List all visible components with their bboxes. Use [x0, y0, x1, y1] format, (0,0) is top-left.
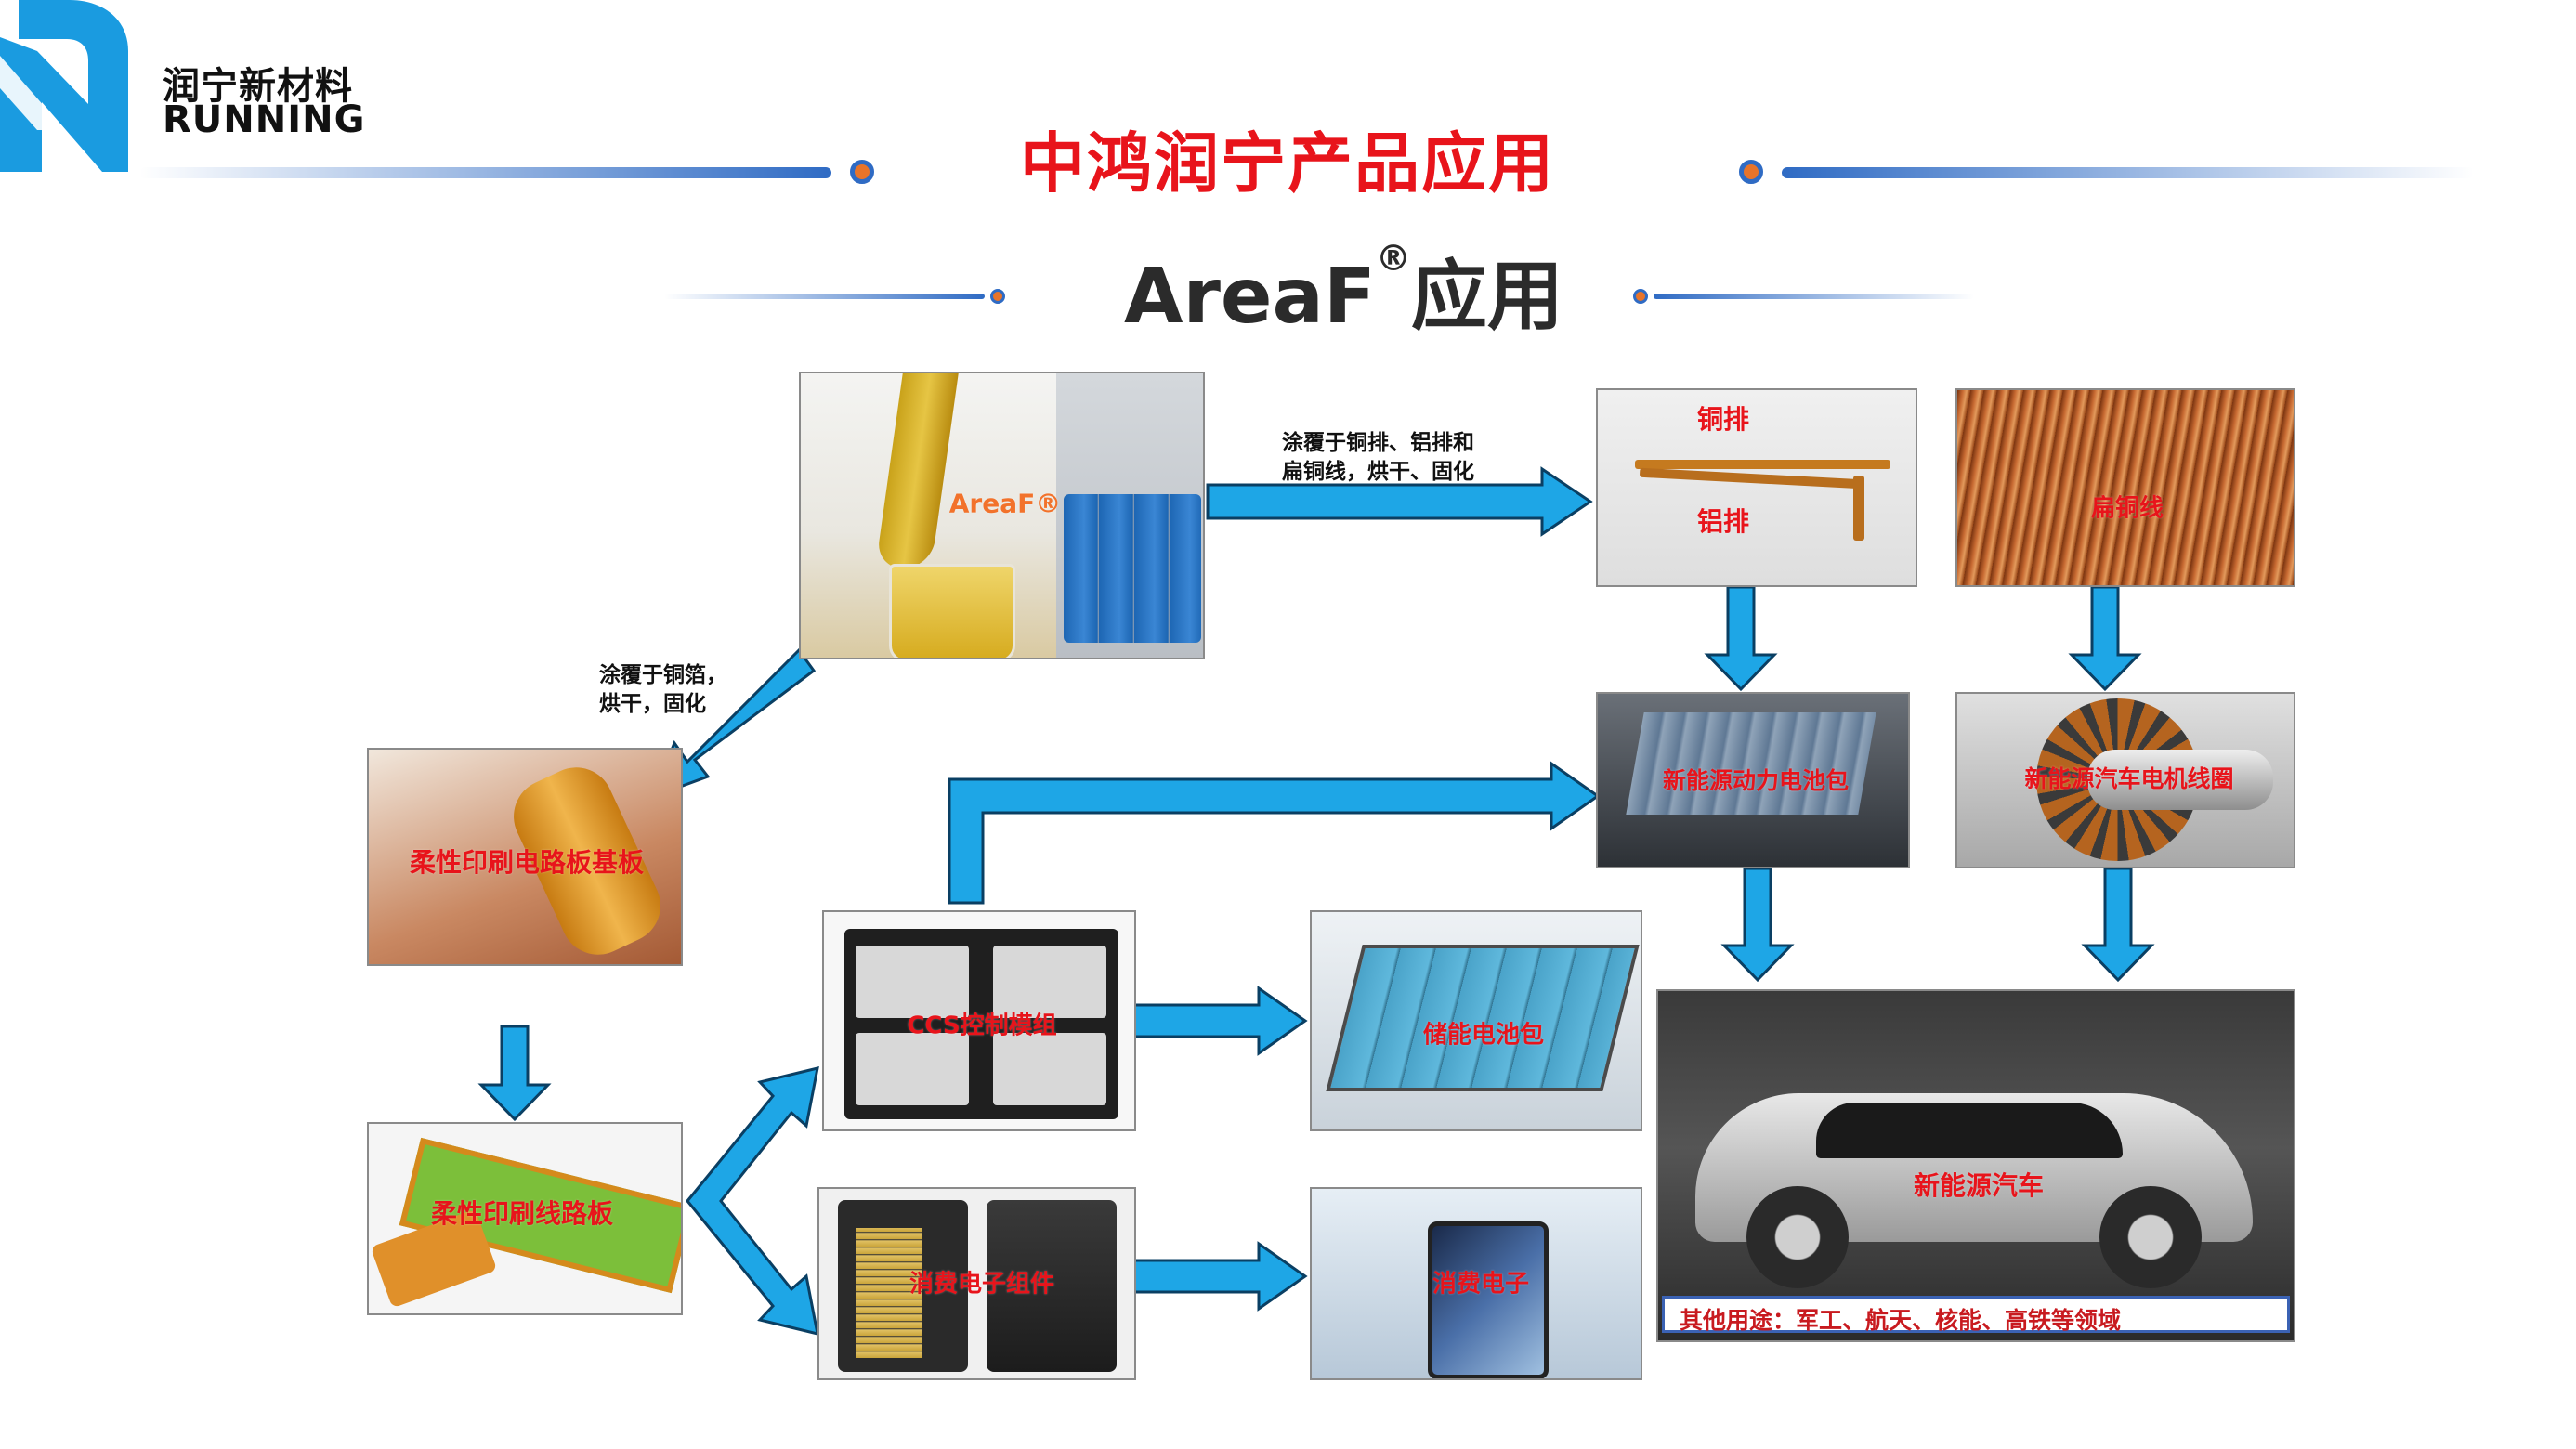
beaker	[889, 564, 1015, 658]
photo-fpc-substrate: 柔性印刷电路板基板	[367, 748, 683, 966]
battery-pack-label: 新能源动力电池包	[1662, 767, 1850, 794]
subtitle-tail: 应用	[1410, 253, 1563, 341]
running-logo-icon	[0, 0, 128, 172]
copper-bar-strip	[1635, 460, 1890, 469]
photo-consumer-parts: 消费电子组件	[817, 1187, 1136, 1380]
other-uses-text: 其他用途：军工、航天、核能、高铁等领域	[1680, 1307, 2122, 1334]
arrow-motor-to-ev	[2081, 867, 2155, 983]
subtitle-left-bar	[664, 294, 985, 299]
arrow-bars-to-battery	[1704, 585, 1778, 692]
rotor-shaft	[2087, 750, 2273, 810]
ccs-cell-d	[993, 1033, 1106, 1105]
phone-back-panel	[987, 1200, 1117, 1372]
areaf-label: AreaF®	[948, 488, 1062, 519]
arrow-board-to-ccs-and-parts	[686, 1065, 819, 1337]
photo-areaf: AreaF®	[799, 372, 1205, 659]
consumer-electronics-label: 消费电子	[1432, 1270, 1530, 1299]
photo-bars: 铜排 铝排	[1596, 388, 1917, 587]
motor-coil-label: 新能源汽车电机线圈	[2024, 765, 2234, 792]
header-right-dot	[1739, 160, 1763, 184]
fpc-board-label: 柔性印刷线路板	[430, 1198, 614, 1229]
header-left-dot	[850, 160, 874, 184]
page-title: 中鸿润宁产品应用	[1020, 125, 1555, 202]
subtitle-right-dot	[1633, 289, 1648, 304]
drums	[1064, 494, 1201, 643]
subtitle-right-bar	[1654, 294, 1974, 299]
subtitle-left-dot	[990, 289, 1005, 304]
arrow-wire-to-motor	[2068, 585, 2142, 692]
flat-wire-label: 扁铜线	[2090, 494, 2164, 523]
header-left-bar	[139, 167, 831, 178]
areaf-beaker-image	[801, 373, 1056, 658]
arrow-ccs-to-storage	[1131, 986, 1308, 1056]
arrow-battery-to-ev	[1720, 867, 1795, 983]
arrow-substrate-to-board	[477, 1025, 552, 1122]
arrow-ccs-to-battery	[948, 761, 1601, 905]
photo-motor-coil: 新能源汽车电机线圈	[1955, 692, 2295, 868]
car-wheel-rear	[2099, 1186, 2202, 1288]
car-wheel-front	[1746, 1186, 1849, 1288]
car-window	[1816, 1103, 2123, 1158]
phone-frame	[838, 1200, 968, 1372]
photo-battery-pack: 新能源动力电池包	[1596, 692, 1910, 868]
aluminum-bar-bend	[1853, 476, 1864, 541]
ccs-module-label: CCS控制模组	[907, 1012, 1057, 1040]
section-subtitle: AreaF®应用	[1124, 234, 1563, 345]
consumer-parts-label: 消费电子组件	[909, 1270, 1055, 1299]
photo-fpc-board: 柔性印刷线路板	[367, 1122, 683, 1315]
coat-foil-note: 涂覆于铜箔， 烘干，固化	[599, 663, 727, 716]
oil-stream	[875, 373, 959, 568]
arrow-areaf-to-bars	[1206, 466, 1593, 537]
storage-battery-label: 储能电池包	[1422, 1021, 1545, 1050]
copper-bar-label: 铜排	[1696, 404, 1750, 435]
arrow-parts-to-consumer	[1131, 1241, 1308, 1312]
photo-ev: 新能源汽车 其他用途：军工、航天、核能、高铁等领域	[1656, 989, 2295, 1342]
photo-storage-battery: 储能电池包	[1310, 910, 1642, 1131]
subtitle-registered-mark: ®	[1375, 238, 1411, 279]
aluminum-bar-strip	[1639, 467, 1863, 490]
phone-components	[856, 1228, 922, 1358]
photo-flat-wire: 扁铜线	[1955, 388, 2295, 587]
areaf-drums-image	[1056, 373, 1203, 658]
ccs-cell-c	[856, 1033, 969, 1105]
header-right-bar	[1782, 167, 2474, 178]
brand-logo	[0, 0, 139, 172]
brand-name-en: RUNNING	[163, 98, 366, 141]
ccs-cell-a	[856, 946, 969, 1018]
aluminum-bar-label: 铝排	[1696, 506, 1750, 537]
photo-consumer-electronics: 消费电子	[1310, 1187, 1642, 1380]
subtitle-product: AreaF	[1124, 253, 1376, 341]
ccs-cell-b	[993, 946, 1106, 1018]
photo-ccs-module: CCS控制模组	[822, 910, 1136, 1131]
fpc-substrate-label: 柔性印刷电路板基板	[409, 847, 645, 878]
foldable-phone	[1428, 1221, 1549, 1378]
brand-name-cn: 润宁新材料	[163, 65, 353, 108]
ccs-plate	[844, 929, 1118, 1119]
other-uses-bar: 其他用途：军工、航天、核能、高铁等领域	[1662, 1296, 2290, 1334]
coat-bars-note: 涂覆于铜排、铝排和 扁铜线，烘干、固化	[1282, 431, 1474, 484]
ev-label: 新能源汽车	[1913, 1170, 2045, 1201]
